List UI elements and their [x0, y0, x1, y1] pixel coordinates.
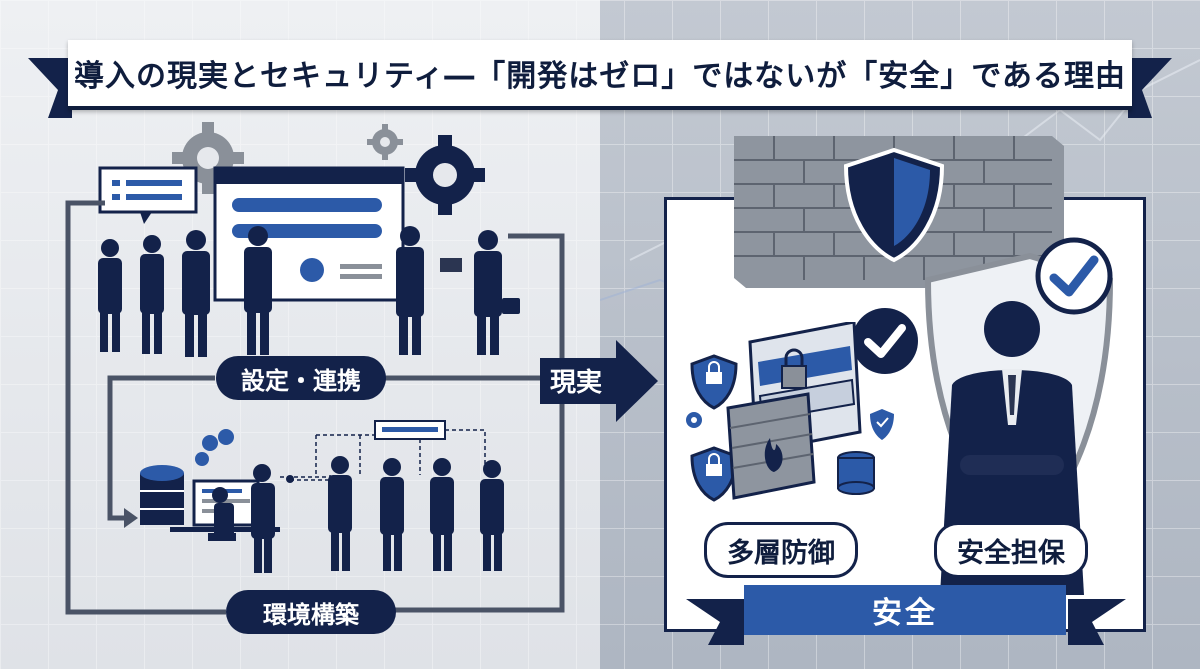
- title-box: 導入の現実とセキュリティ―「開発はゼロ」ではないが「安全」である理由: [68, 40, 1132, 110]
- ribbon-tails: [28, 58, 1172, 118]
- people-silhouettes: [98, 226, 520, 357]
- database-icon: [837, 451, 875, 495]
- setup-illustration: [98, 122, 520, 357]
- safety-assurance-text: 安全担保: [957, 537, 1065, 569]
- environment-setup-label: 環境構築: [226, 590, 396, 634]
- reality-arrow-label: 現実: [550, 367, 603, 398]
- database-icon: [140, 465, 184, 525]
- gear-icon: [367, 124, 403, 160]
- environment-illustration: [140, 420, 504, 573]
- setup-integration-label: 設定・連携: [216, 356, 386, 400]
- firewall-icon: [726, 392, 816, 500]
- flow-connectors: [65, 200, 565, 615]
- title-banner: 導入の現実とセキュリティ―「開発はゼロ」ではないが「安全」である理由: [28, 40, 1172, 118]
- shield-icon: [843, 147, 945, 263]
- flowchart-icon: [280, 420, 486, 483]
- page-title: 導入の現実とセキュリティ―「開発はゼロ」ではないが「安全」である理由: [74, 59, 1126, 94]
- safety-assurance-label: 安全担保: [934, 522, 1088, 578]
- gear-icon: [686, 412, 702, 428]
- setup-integration-text: 設定・連携: [241, 366, 361, 395]
- multi-layer-security-illustration: [686, 322, 894, 502]
- reality-arrow: [540, 340, 658, 422]
- lock-shield-icon: [690, 446, 738, 502]
- banner-ribbon-tails: [686, 599, 1126, 645]
- shield-check-icon: [870, 409, 894, 440]
- safe-banner-text: 安全: [872, 596, 938, 631]
- chat-bubble-icon: [98, 166, 198, 224]
- firewall-wall-illustration: [734, 136, 1064, 288]
- checkmark-icon: [1035, 237, 1113, 315]
- multi-layer-defense-text: 多層防御: [727, 537, 835, 569]
- checkmark-icon: [852, 308, 918, 374]
- multi-layer-defense-label: 多層防御: [704, 522, 858, 578]
- safe-banner: 安全: [744, 585, 1066, 635]
- people-silhouettes: [208, 456, 504, 573]
- environment-setup-text: 環境構築: [263, 600, 359, 629]
- gear-icon: [405, 135, 485, 215]
- cloud-link-icon: [195, 429, 234, 466]
- lock-shield-icon: [690, 354, 738, 410]
